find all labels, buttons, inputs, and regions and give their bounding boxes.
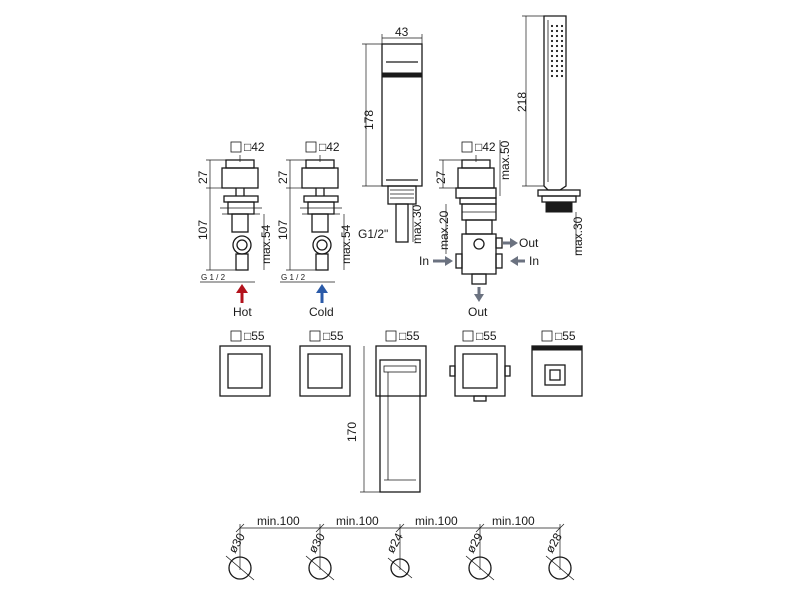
- spout-side: 43 178 G1/2" max.30: [358, 25, 424, 244]
- spout-height: 178: [362, 110, 376, 130]
- in-right-arrow-icon: [510, 256, 525, 266]
- plate-1: [219, 345, 271, 397]
- cold-valve-top-size: □42: [319, 140, 340, 154]
- square-symbol-icon: [541, 330, 553, 342]
- hot-valve-max: max.54: [259, 224, 273, 264]
- hot-label: Hot: [233, 305, 252, 319]
- out-right-arrow-icon: [503, 238, 518, 248]
- spacing-2: min.100: [336, 514, 379, 528]
- out-bottom-arrow-icon: [474, 287, 484, 302]
- hot-arrow-icon: [236, 284, 248, 303]
- diverter-in-right: In: [529, 254, 539, 268]
- cold-valve-max: max.54: [339, 224, 353, 264]
- plate-3: [375, 345, 427, 397]
- square-symbol-icon: [309, 330, 321, 342]
- hand-shower-side: 218 max.30: [515, 15, 585, 256]
- hole-layout: min.100 min.100 min.100 min.100 ø30 ø30 …: [225, 514, 575, 581]
- hole-2-diameter: ø30: [305, 530, 328, 555]
- spout-length: 170: [345, 422, 359, 442]
- hot-valve-side: □42 G 1 / 2 27 107 max.54 Hot: [196, 140, 273, 319]
- plate-1-size: □55: [244, 329, 265, 343]
- square-symbol-icon: [305, 141, 317, 153]
- hot-valve-head-height: 27: [196, 170, 210, 184]
- spacing-1: min.100: [257, 514, 300, 528]
- hand-shower-height: 218: [515, 92, 529, 112]
- hand-shower-max: max.30: [571, 216, 585, 256]
- diverter-top-size: □42: [475, 140, 496, 154]
- spout-thread: G1/2": [358, 227, 388, 241]
- diverter-in-left: In: [419, 254, 429, 268]
- square-symbol-icon: [385, 330, 397, 342]
- plate-3-size: □55: [399, 329, 420, 343]
- cold-valve-head-height: 27: [276, 170, 290, 184]
- hole-5-diameter: ø28: [542, 530, 565, 555]
- hole-3: ø24: [383, 530, 413, 579]
- hole-4: ø29: [463, 530, 495, 581]
- cold-valve-thread: G 1 / 2: [281, 273, 306, 282]
- hole-1-diameter: ø30: [225, 530, 248, 555]
- hole-5: ø28: [542, 530, 575, 581]
- square-symbol-icon: [461, 141, 473, 153]
- hot-valve-top-size: □42: [244, 140, 265, 154]
- spout-front: [379, 359, 421, 493]
- cold-valve-side: □42 G 1 / 2 27 107 max.54 Cold: [276, 140, 353, 319]
- diverter-out-bottom: Out: [468, 305, 488, 319]
- plate-4-size: □55: [476, 329, 497, 343]
- square-symbol-icon: [462, 330, 474, 342]
- plate-5-size: □55: [555, 329, 576, 343]
- hot-valve-thread: G 1 / 2: [201, 273, 226, 282]
- spout-max: max.30: [410, 204, 424, 244]
- diverter-max-bottom: max.20: [437, 210, 451, 250]
- front-view: □55 □55 □55 170 □55 □55: [219, 329, 583, 493]
- plate-5: [531, 345, 583, 397]
- cold-valve-body-height: 107: [276, 220, 290, 240]
- spacing-3: min.100: [415, 514, 458, 528]
- square-symbol-icon: [230, 141, 242, 153]
- diverter-side: □42 27 max.50 max.20 Out In: [419, 140, 539, 319]
- plate-2-size: □55: [323, 329, 344, 343]
- shower-nozzle-grid: [550, 24, 564, 78]
- hot-valve-body-height: 107: [196, 220, 210, 240]
- diverter-head-height: 27: [434, 170, 448, 184]
- spout-width: 43: [395, 25, 409, 39]
- diverter-out-right: Out: [519, 236, 539, 250]
- diverter-max-top: max.50: [498, 140, 512, 180]
- plate-2: [299, 345, 351, 397]
- cold-label: Cold: [309, 305, 334, 319]
- in-left-arrow-icon: [433, 256, 453, 266]
- square-symbol-icon: [230, 330, 242, 342]
- hole-3-diameter: ø24: [383, 530, 406, 555]
- spacing-4: min.100: [492, 514, 535, 528]
- hole-4-diameter: ø29: [463, 530, 486, 555]
- cold-arrow-icon: [316, 284, 328, 303]
